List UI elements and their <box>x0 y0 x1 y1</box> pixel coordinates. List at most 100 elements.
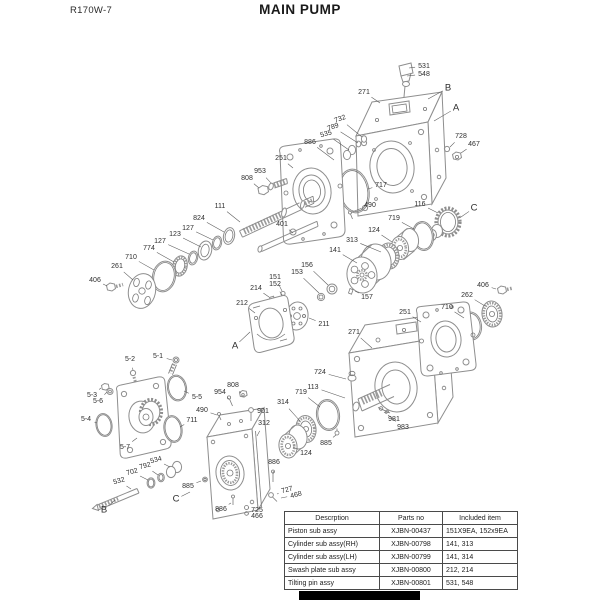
part-callout-141: 141 <box>329 247 341 254</box>
leader-line <box>313 271 329 286</box>
rear-flange-group <box>416 285 514 377</box>
leader-line <box>367 187 373 190</box>
leader-line <box>206 222 225 233</box>
leader-line <box>351 208 362 213</box>
leader-line <box>321 389 346 399</box>
part-callout-314: 314 <box>277 399 289 406</box>
leader-line <box>108 499 116 507</box>
upper-pump-housing <box>348 91 447 220</box>
part-callout-5-1: 5-1 <box>153 353 163 360</box>
leader-line <box>491 287 497 290</box>
included-items: 141, 313 <box>442 537 518 551</box>
leader-line <box>381 234 393 243</box>
part-callout-127: 127 <box>182 225 194 232</box>
part-callout-535: 535 <box>320 129 333 139</box>
included-items: 141, 314 <box>442 550 518 564</box>
part-callout-808: 808 <box>227 382 239 389</box>
part-callout-157: 157 <box>361 294 373 301</box>
parts-table-column-header: Descrption <box>284 511 380 525</box>
leader-line <box>163 463 171 468</box>
pin-401 <box>257 220 319 253</box>
part-callout-467: 467 <box>468 141 480 148</box>
part-callout-490: 490 <box>364 202 376 209</box>
leader-line <box>433 110 451 122</box>
leader-line <box>98 387 102 390</box>
part-callout-262: 262 <box>461 292 473 299</box>
included-items: 531, 548 <box>442 576 518 590</box>
included-items: 151X9EA, 152x9EA <box>442 524 518 538</box>
part-callout-127: 127 <box>154 238 166 245</box>
leader-line <box>265 177 272 184</box>
part-callout-532: 532 <box>113 476 126 486</box>
included-items: 212, 214 <box>442 563 518 577</box>
part-description: Piston sub assy <box>284 524 380 538</box>
part-callout-5-6: 5-6 <box>93 398 103 405</box>
part-callout-711: 711 <box>186 417 197 424</box>
footer-bar <box>299 591 420 600</box>
part-number: XJBN-00798 <box>379 537 443 551</box>
leader-line <box>168 244 190 255</box>
part-callout-5-7: 5-7 <box>120 444 130 451</box>
leader-line <box>226 397 230 400</box>
part-callout-251: 251 <box>399 309 411 316</box>
part-callout-953: 953 <box>254 168 266 175</box>
part-callout-271: 271 <box>348 329 360 336</box>
bolt-953-808 <box>257 178 288 196</box>
part-callout-251: 251 <box>275 155 287 162</box>
leader-line <box>292 446 298 450</box>
leader-line <box>308 317 316 321</box>
part-callout-123: 123 <box>169 231 181 238</box>
leader-line <box>179 424 185 428</box>
part-description: Cylinder sub assy(RH) <box>284 537 380 551</box>
leader-line <box>408 66 416 69</box>
part-callout-271: 271 <box>358 89 370 96</box>
part-callout-719: 719 <box>388 215 400 222</box>
part-callout-151: 151 <box>269 274 281 281</box>
leader-line <box>360 337 373 349</box>
part-callout-719: 719 <box>295 389 307 396</box>
part-callout-710: 710 <box>125 254 137 261</box>
leader-line <box>126 485 132 490</box>
leader-line <box>132 437 138 442</box>
part-callout-534: 534 <box>150 455 163 465</box>
part-callout-156: 156 <box>301 262 313 269</box>
leader-line <box>340 131 359 144</box>
part-callout-5-3: 5-3 <box>87 392 97 399</box>
parts-table-column-header: Parts no <box>379 511 443 525</box>
small-plugs-732-789-535-886 <box>334 135 368 164</box>
swash-plate-group <box>95 356 188 459</box>
leader-line <box>280 496 288 499</box>
part-callout-808: 808 <box>241 175 253 182</box>
leader-line <box>287 163 294 169</box>
leader-line <box>460 148 467 154</box>
shaft-113-group <box>278 384 395 459</box>
leader-line <box>460 211 470 218</box>
leader-line <box>332 434 337 438</box>
part-callout-5-2: 5-2 <box>125 356 135 363</box>
part-number: XJBN-00799 <box>379 550 443 564</box>
part-callout-789: 789 <box>326 122 339 133</box>
leader-line <box>360 243 382 253</box>
part-callout-B: B <box>445 83 451 94</box>
part-callout-312: 312 <box>258 420 270 427</box>
page-title: MAIN PUMP <box>259 2 341 17</box>
part-number: XJBN-00437 <box>379 524 443 538</box>
leader-line <box>303 278 320 294</box>
part-callout-886: 886 <box>268 459 280 466</box>
leader-line <box>226 211 241 223</box>
part-callout-406: 406 <box>89 277 101 284</box>
part-number: XJBN-00800 <box>379 563 443 577</box>
leader-line <box>387 414 397 422</box>
part-callout-886: 886 <box>304 139 316 146</box>
part-callout-214: 214 <box>250 285 262 292</box>
part-callout-725: 725 <box>251 507 263 514</box>
leader-line <box>371 96 381 104</box>
part-callout-113: 113 <box>307 384 318 391</box>
part-callout-732: 732 <box>333 114 346 125</box>
